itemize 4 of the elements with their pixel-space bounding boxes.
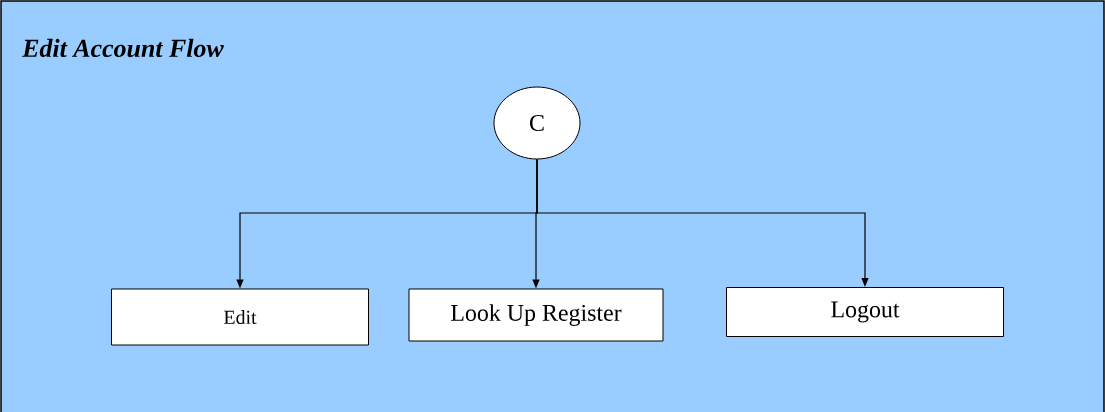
process-box: Look Up Register [408, 288, 664, 342]
process-box: Logout [726, 287, 1004, 337]
process-box: Edit [111, 288, 369, 346]
title: Edit Account Flow [22, 38, 224, 58]
